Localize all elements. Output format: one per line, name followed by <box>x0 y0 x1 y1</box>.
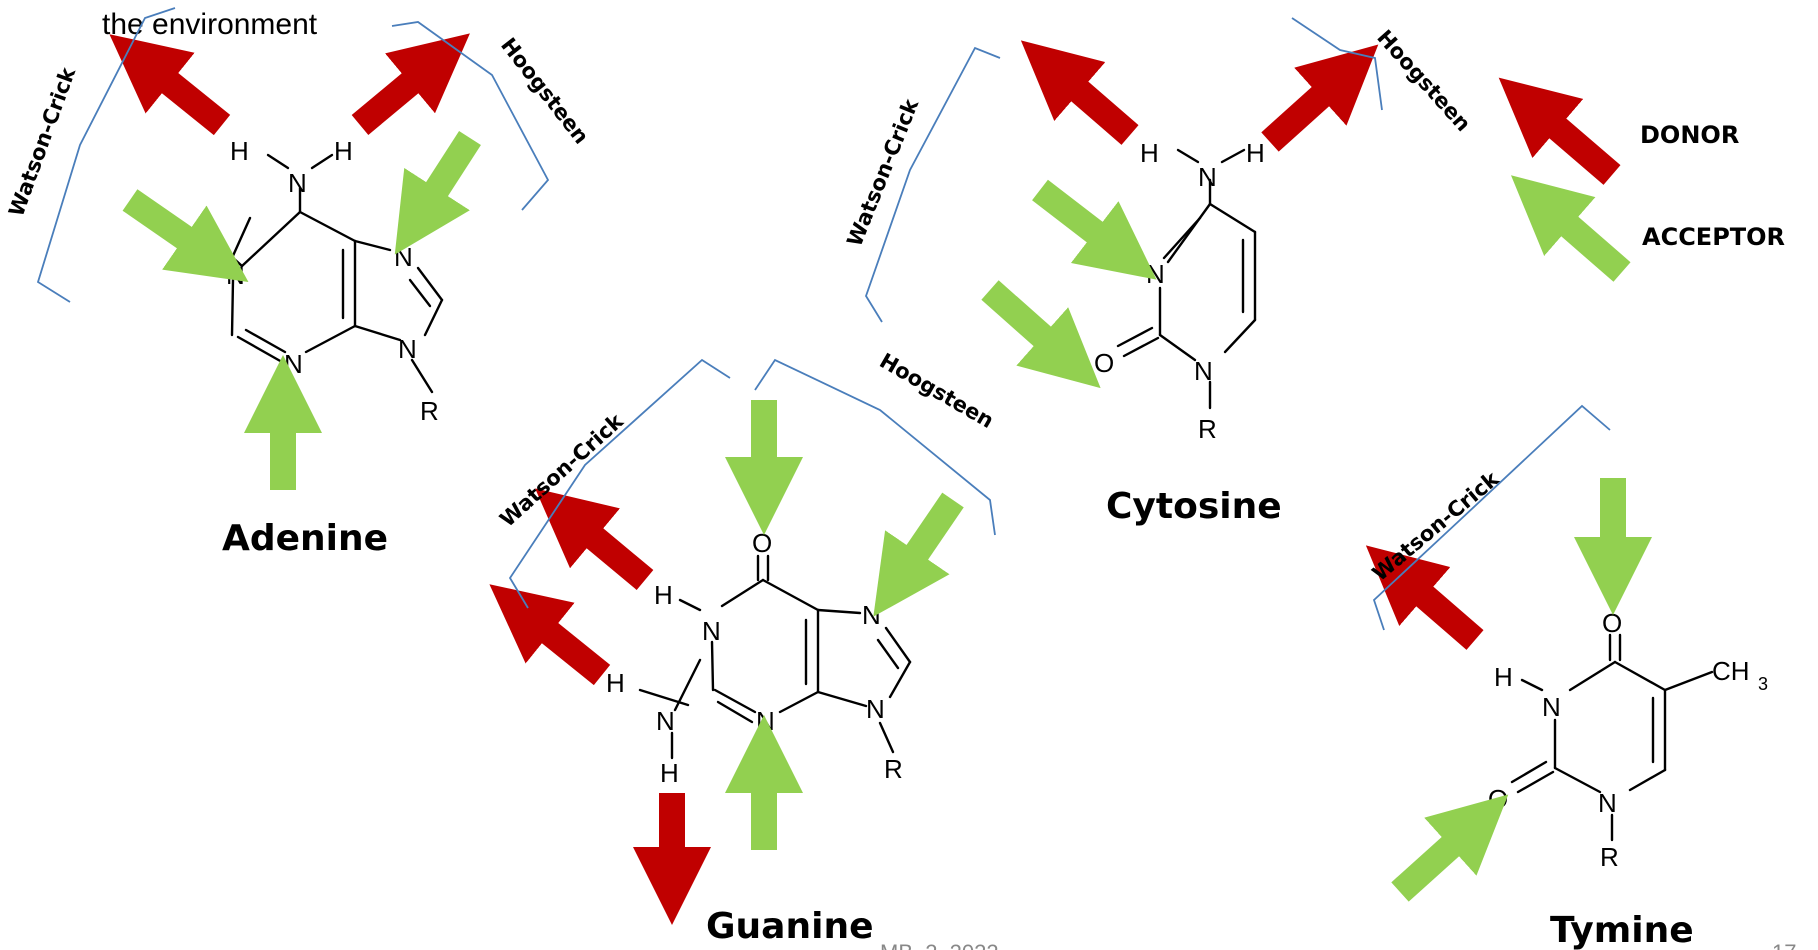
atom-h: H <box>660 758 679 788</box>
acceptor-arrow <box>122 189 249 282</box>
atom-n: N <box>756 706 775 736</box>
donor-arrow <box>109 34 231 136</box>
atom-n: N <box>1146 259 1165 289</box>
atom-h: H <box>1494 662 1513 692</box>
atom-r: R <box>1600 842 1619 872</box>
legend-donor-arrow <box>1498 77 1621 185</box>
atom-r: R <box>420 396 439 426</box>
acceptor-arrow <box>981 280 1101 389</box>
atom-h: H <box>1246 138 1265 168</box>
hoogsteen-brace <box>1291 17 1383 111</box>
adenine-molecule: H N H N N N N R <box>226 136 444 426</box>
atom-n: N <box>862 600 881 630</box>
atom-h: H <box>1140 138 1159 168</box>
acceptor-arrow <box>394 130 481 255</box>
atom-n: N <box>226 260 245 290</box>
watson-crick-brace <box>508 358 731 609</box>
edge-label-hoogsteen: Hoogsteen <box>1372 25 1475 136</box>
tymine-molecule: O CH 3 H N N O R <box>1488 608 1768 872</box>
donor-arrow <box>489 584 611 686</box>
donor-arrow <box>535 488 654 590</box>
base-name-guanine: Guanine <box>706 906 873 947</box>
atom-o: O <box>752 528 772 558</box>
atom-n: N <box>284 349 303 379</box>
atom-h: H <box>606 668 625 698</box>
atom-n: N <box>656 706 675 736</box>
atom-o: O <box>1094 348 1114 378</box>
donor-arrow <box>351 33 470 135</box>
watson-crick-brace <box>36 7 176 303</box>
atom-o: O <box>1602 608 1622 638</box>
legend-donor-label: DONOR <box>1640 121 1739 149</box>
base-name-cytosine: Cytosine <box>1106 486 1282 527</box>
atom-h: H <box>230 136 249 166</box>
atom-n: N <box>394 242 413 272</box>
atom-subscript: 3 <box>1758 674 1768 694</box>
watson-crick-brace <box>865 46 1001 323</box>
atom-n: N <box>1194 356 1213 386</box>
acceptor-arrow <box>873 492 964 617</box>
legend-acceptor-arrow <box>1510 175 1631 282</box>
atom-h: H <box>334 136 353 166</box>
atom-n: N <box>398 334 417 364</box>
edge-label-watson-crick: Watson-Crick <box>495 408 628 531</box>
acceptor-arrow <box>1391 794 1509 902</box>
atom-r: R <box>884 754 903 784</box>
donor-arrow <box>1261 44 1379 152</box>
atom-r: R <box>1198 414 1217 444</box>
atom-n: N <box>1542 692 1561 722</box>
footer-text: MB, 2, 2022 <box>880 940 999 950</box>
legend: DONOR ACCEPTOR <box>1498 77 1785 282</box>
page-number: 17 <box>1772 940 1796 950</box>
edge-label-watson-crick: Watson-Crick <box>842 95 923 250</box>
legend-acceptor-label: ACCEPTOR <box>1642 223 1785 251</box>
base-name-tymine: Tymine <box>1550 910 1694 950</box>
donor-arrow <box>1365 545 1484 650</box>
atom-n: N <box>866 694 885 724</box>
watson-crick-brace <box>1372 404 1611 631</box>
guanine-molecule: O H N H N H N N N R <box>606 528 912 788</box>
atom-o: O <box>1488 784 1508 814</box>
edge-label-watson-crick: Watson-Crick <box>1368 466 1504 586</box>
atom-n: N <box>288 168 307 198</box>
base-name-adenine: Adenine <box>222 518 388 559</box>
atom-n: N <box>1198 162 1217 192</box>
atom-h: H <box>654 580 673 610</box>
acceptor-arrow <box>1032 179 1157 280</box>
hoogsteen-brace <box>391 21 550 211</box>
edge-label-hoogsteen: Hoogsteen <box>496 33 593 148</box>
hoogsteen-brace <box>754 358 996 536</box>
cytosine-molecule: H N H N N O R <box>1094 138 1265 444</box>
atom-ch: CH <box>1712 656 1750 686</box>
header-text: the environment <box>102 8 318 41</box>
donor-arrow <box>1020 40 1139 145</box>
atom-n: N <box>1598 788 1617 818</box>
edge-label-watson-crick: Watson-Crick <box>4 63 80 219</box>
atom-n: N <box>702 616 721 646</box>
